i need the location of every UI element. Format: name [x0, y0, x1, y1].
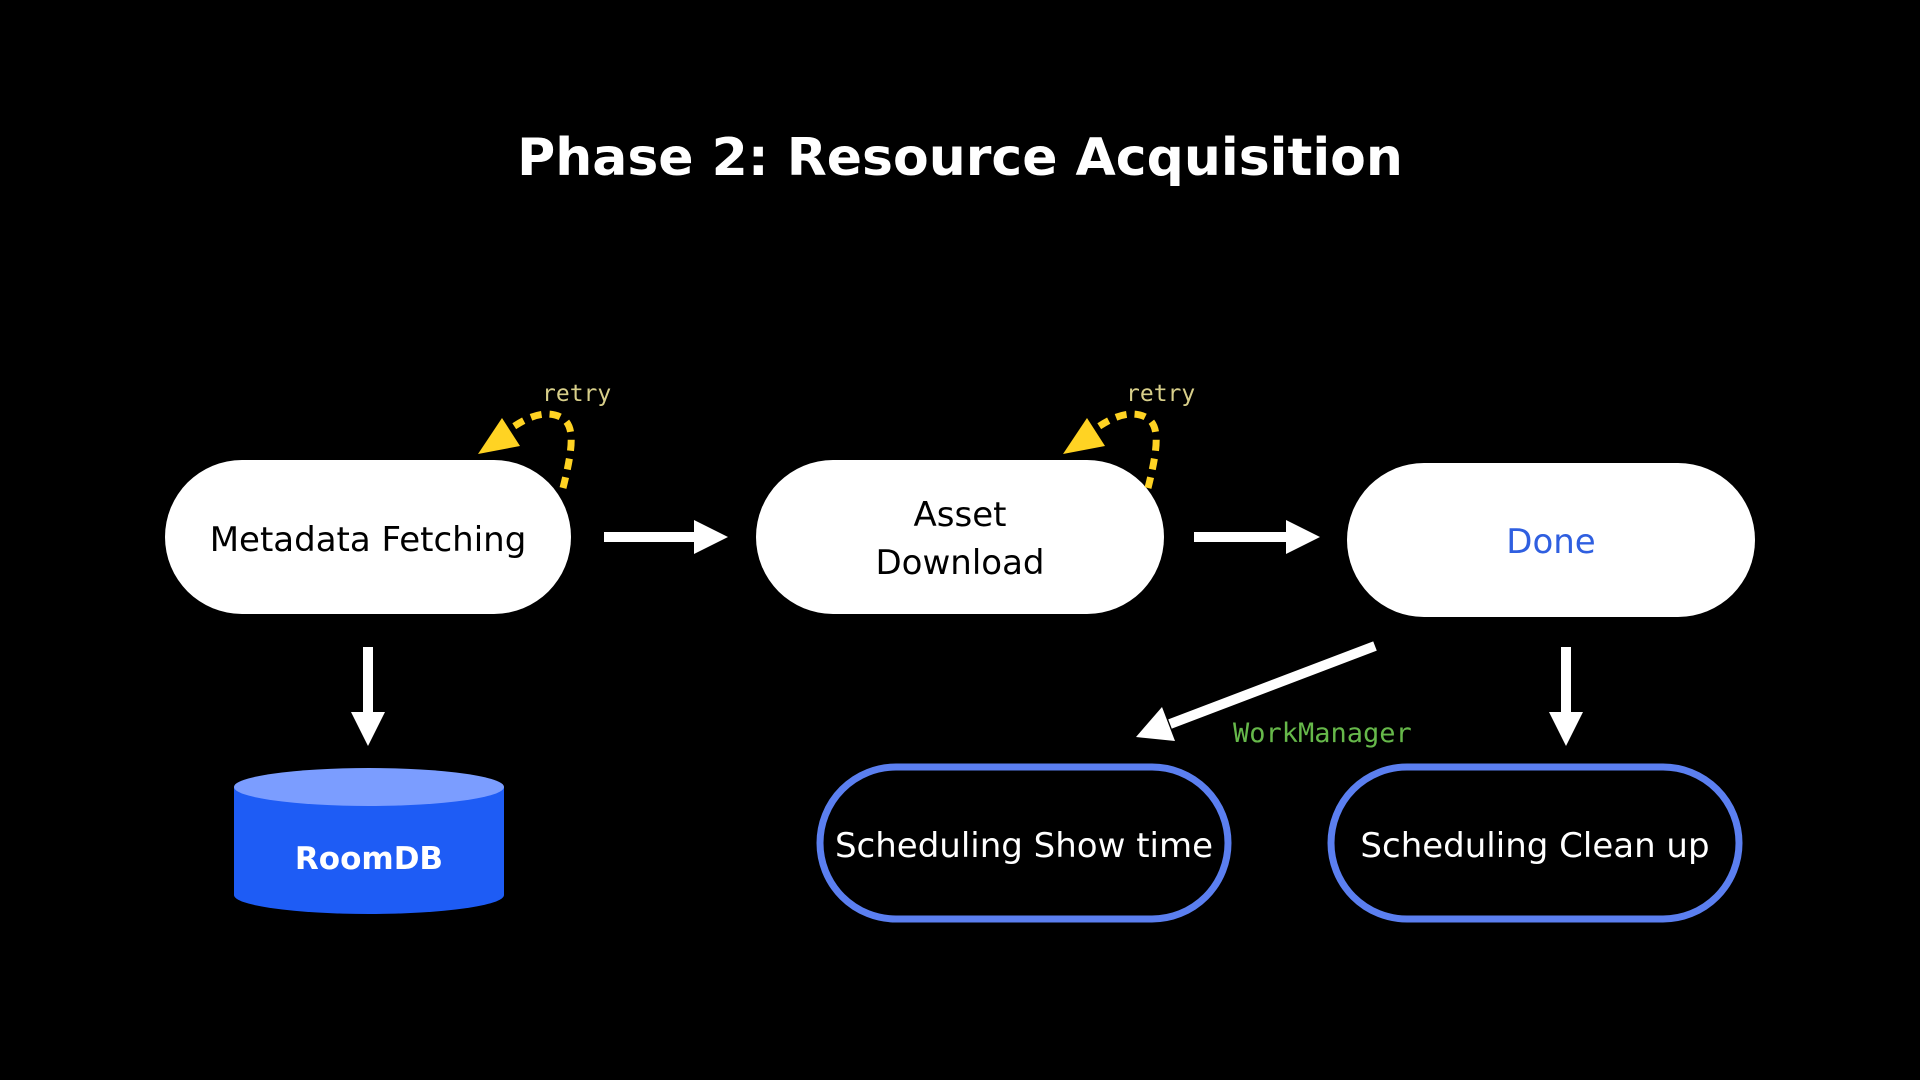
node-cleanup-label: Scheduling Clean up — [1360, 826, 1709, 866]
node-done: Done — [1347, 463, 1755, 617]
node-showtime-label: Scheduling Show time — [835, 826, 1213, 866]
workmanager-label: WorkManager — [1233, 718, 1412, 749]
node-metadata-label: Metadata Fetching — [210, 520, 527, 560]
node-asset-download: Asset Download — [756, 460, 1164, 614]
node-metadata-fetching: Metadata Fetching — [165, 460, 571, 614]
roomdb-label: RoomDB — [295, 841, 443, 877]
node-scheduling-clean-up: Scheduling Clean up — [1327, 763, 1743, 923]
arrow-asset-to-done — [1194, 520, 1320, 554]
node-asset-label-line1: Asset — [914, 495, 1007, 535]
node-scheduling-show-time: Scheduling Show time — [816, 763, 1232, 923]
arrow-metadata-to-roomdb — [351, 647, 385, 746]
node-done-label: Done — [1506, 522, 1595, 562]
arrow-metadata-to-asset — [604, 520, 728, 554]
arrow-done-to-cleanup — [1549, 647, 1583, 746]
roomdb-database-icon — [234, 768, 504, 914]
retry-loop-metadata — [478, 410, 575, 489]
retry-loop-asset — [1063, 410, 1160, 489]
node-asset-label-line2: Download — [875, 543, 1044, 583]
retry-label-metadata: retry — [542, 381, 611, 407]
arrow-done-to-showtime — [1136, 641, 1377, 741]
page-title: Phase 2: Resource Acquisition — [517, 128, 1403, 188]
retry-label-asset: retry — [1126, 381, 1195, 407]
